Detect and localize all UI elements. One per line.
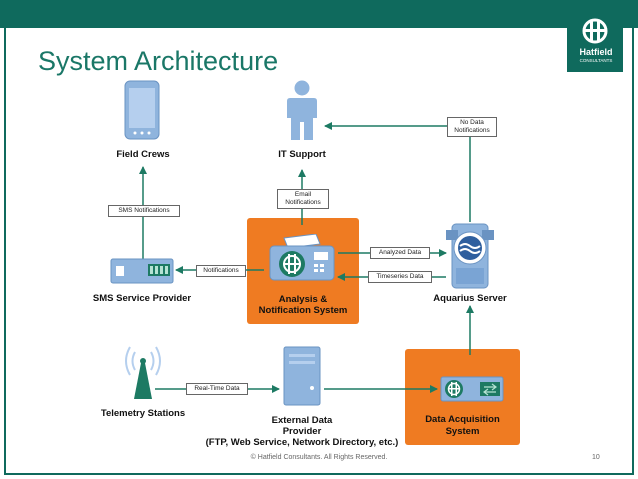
external-label-1: External Data	[271, 415, 333, 426]
analysis-label-1: Analysis &	[278, 294, 328, 305]
slide-title: System Architecture	[38, 46, 279, 76]
copyright-footer: © Hatfield Consultants. All Rights Reser…	[250, 454, 388, 461]
timeseries-data-tag: Timeseries Data	[368, 271, 432, 283]
radio-tower-icon	[118, 343, 168, 401]
server-tower-icon	[283, 346, 321, 406]
analysis-label-2: Notification System	[258, 305, 348, 316]
logo-name: Hatfield	[579, 47, 613, 57]
external-label-3: (FTP, Web Service, Network Directory, et…	[205, 437, 399, 448]
slide-border	[4, 24, 634, 475]
field-crews-label: Field Crews	[116, 149, 170, 160]
fax-server-icon	[266, 233, 338, 282]
sms-provider-label: SMS Service Provider	[92, 293, 192, 304]
sms-gateway-icon	[110, 258, 174, 284]
notifications-tag: Notifications	[196, 265, 246, 277]
sms-notifications-tag: SMS Notifications	[108, 205, 180, 217]
it-support-label: IT Support	[278, 149, 326, 160]
smartphone-icon	[124, 80, 160, 140]
acquisition-label-1: Data Acquisition	[425, 414, 500, 425]
real-time-data-tag: Real-Time Data	[186, 383, 248, 395]
arrow-no-data	[324, 122, 471, 222]
person-icon	[284, 80, 320, 142]
email-line1: Email	[294, 191, 312, 198]
aquarius-label: Aquarius Server	[433, 293, 507, 304]
no-data-notifications-tag: No Data Notifications	[447, 117, 497, 137]
email-notifications-tag: Email Notifications	[277, 189, 329, 209]
hatfield-logo	[567, 14, 623, 72]
acquisition-device-icon	[440, 376, 504, 402]
external-label-2: Provider	[282, 426, 322, 437]
top-bar	[0, 0, 638, 28]
no-data-line2: Notifications	[454, 127, 490, 134]
logo-subtitle: CONSULTANTS	[579, 58, 613, 63]
no-data-line1: No Data	[460, 119, 484, 126]
database-server-icon	[446, 222, 494, 292]
email-line2: Notifications	[285, 199, 321, 206]
page-number: 10	[592, 454, 600, 461]
telemetry-label: Telemetry Stations	[100, 408, 186, 419]
analyzed-data-tag: Analyzed Data	[370, 247, 430, 259]
acquisition-label-2: System	[445, 426, 480, 437]
